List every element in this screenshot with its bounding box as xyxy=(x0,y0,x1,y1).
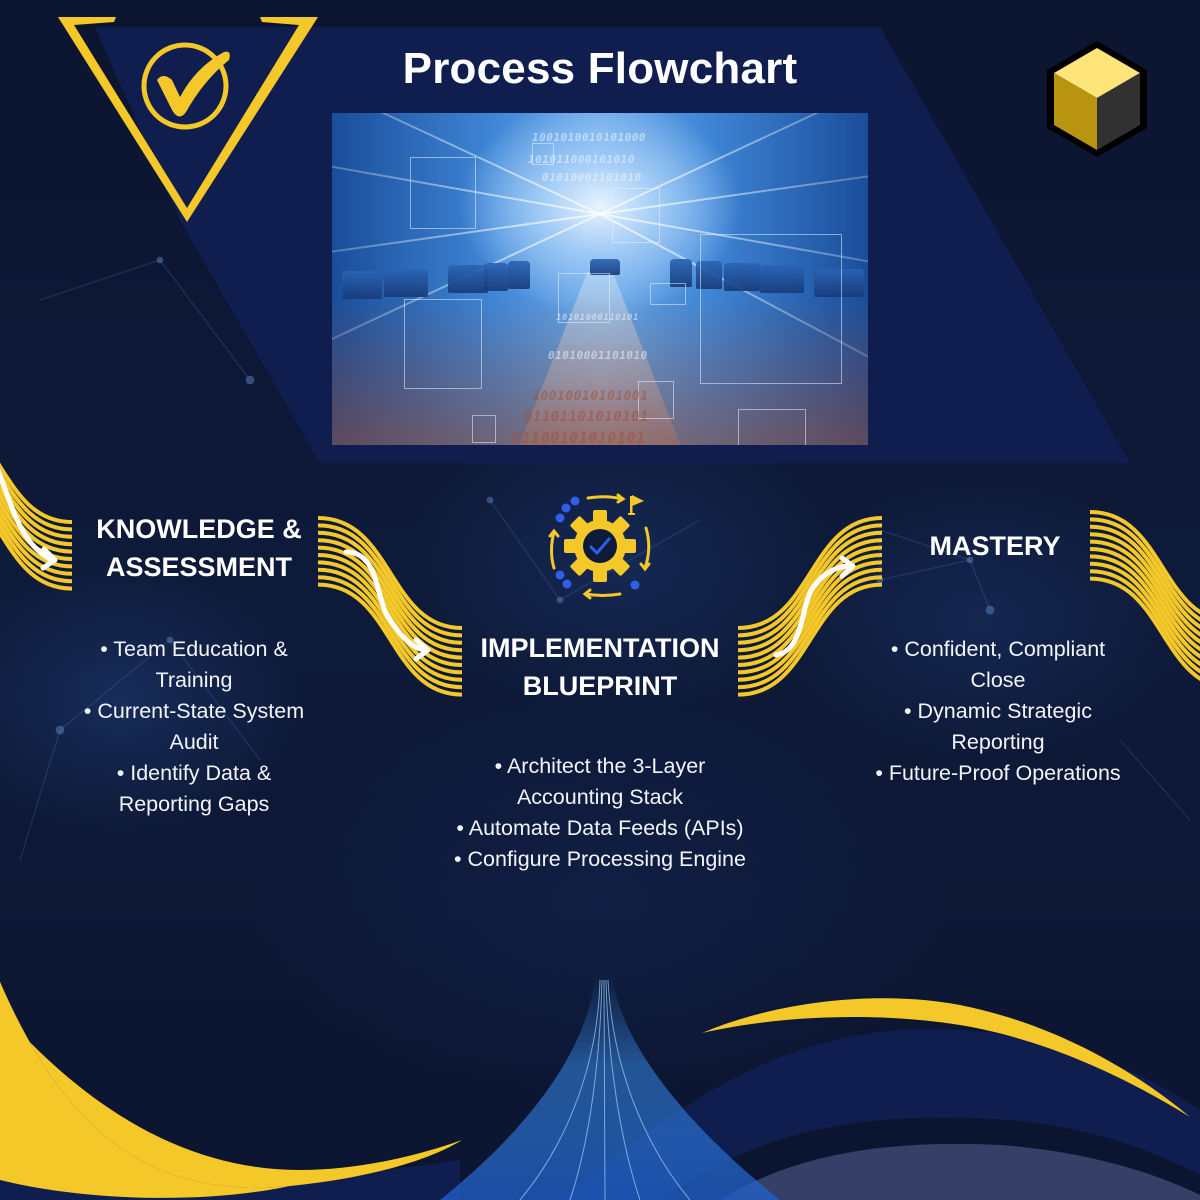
bullet-item: • Automate Data Feeds (APIs) xyxy=(456,816,744,840)
stage-2-bullets: • Architect the 3-Layer Accounting Stack… xyxy=(420,751,780,875)
arrow-3-icon xyxy=(773,563,853,658)
bullet-item: • Dynamic Strategic Reporting xyxy=(904,699,1092,754)
hero-boardroom-image: 1001010010101000 101011000101010 0101000… xyxy=(332,113,868,445)
cube-icon xyxy=(1047,41,1147,157)
bullet-item: • Architect the 3-Layer Accounting Stack xyxy=(494,754,706,809)
stage-1-bullets: • Team Education & Training • Current-St… xyxy=(44,634,344,820)
stage-1-title: KNOWLEDGE & ASSESSMENT xyxy=(96,514,302,582)
triangle-frame-icon xyxy=(58,17,318,222)
stage-3-bullets: • Confident, Compliant Close • Dynamic S… xyxy=(848,634,1148,789)
page-title: Process Flowchart xyxy=(402,44,798,93)
arrow-1-icon xyxy=(0,468,55,563)
bullet-item: • Future-Proof Operations xyxy=(875,761,1121,785)
stage-2-title: IMPLEMENTATION BLUEPRINT xyxy=(480,633,720,701)
bullet-item: • Team Education & Training xyxy=(100,637,288,692)
checkmark-circle-icon xyxy=(141,42,230,130)
bullet-item: • Configure Processing Engine xyxy=(454,847,746,871)
stage-3-title: MASTERY xyxy=(929,531,1061,561)
bullet-item: • Confident, Compliant Close xyxy=(890,637,1106,692)
arrow-2-icon xyxy=(343,549,427,653)
bullet-item: • Identify Data & Reporting Gaps xyxy=(116,761,272,816)
bullet-item: • Current-State System Audit xyxy=(83,699,305,754)
